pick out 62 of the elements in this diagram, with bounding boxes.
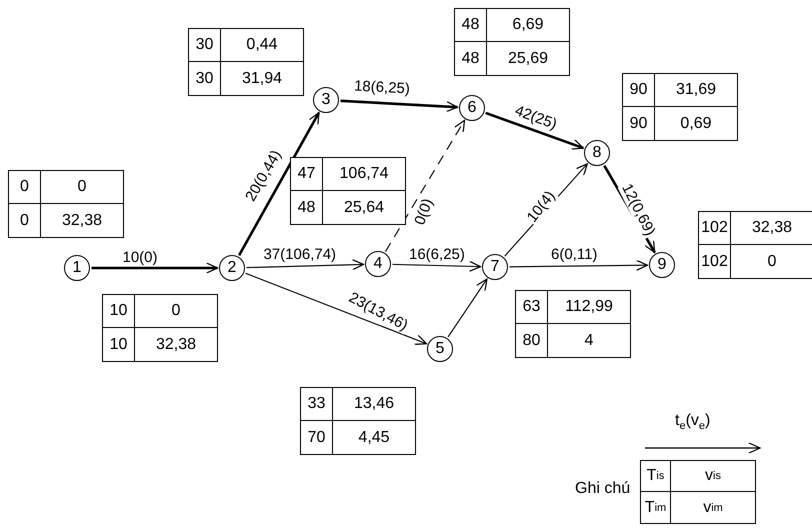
table-cell-text: 4,45 — [357, 428, 391, 448]
table-cell-text: 4 — [584, 330, 594, 350]
table-cell: 70 — [301, 421, 333, 454]
table-cell: 0 — [41, 171, 123, 204]
table-cell: 106,74 — [323, 158, 405, 191]
table-cell-text: 25,69 — [506, 48, 550, 68]
legend-label: t$_{e}$(v$_{e}$) — [675, 412, 710, 432]
event-circle: 5 — [427, 336, 453, 362]
edge-label: 37(106,74) — [262, 247, 338, 263]
table-cell: 80 — [516, 324, 548, 357]
event-circle: 6 — [459, 95, 485, 121]
table-cell: 47 — [291, 158, 323, 191]
event-circle: 1 — [64, 255, 90, 281]
table-cell: 32,38 — [731, 212, 812, 245]
table-cell: 48 — [455, 9, 487, 42]
table-cell: 90 — [623, 107, 655, 140]
note-text: Ghi chú — [575, 480, 630, 498]
arrow — [246, 259, 364, 270]
arrow — [238, 112, 320, 256]
arrow — [340, 100, 458, 112]
table-cell-text: 0 — [766, 252, 778, 272]
arrow — [245, 272, 428, 345]
edge-label: 16(6,25) — [408, 247, 466, 263]
table-cell: 33 — [301, 388, 333, 421]
table-cell-text: 0,69 — [679, 114, 713, 134]
edge-label: 10(0) — [122, 250, 159, 266]
table-cell: 102 — [699, 245, 731, 278]
table-cell: 30 — [189, 29, 221, 62]
table-cell: 102 — [699, 212, 731, 245]
table-cell: 90 — [623, 74, 655, 107]
table-cell-text: 32,38 — [154, 334, 198, 354]
table-cell: 0 — [9, 204, 41, 237]
event-circle: 7 — [482, 254, 508, 280]
table-cell: 48 — [291, 191, 323, 224]
edge-label: 18(6,25) — [352, 78, 412, 98]
table-cell: 0,44 — [221, 29, 303, 62]
table-cell: 10 — [103, 295, 135, 328]
table-cell-text: 32,38 — [60, 210, 104, 230]
table-cell: 10 — [103, 328, 135, 361]
table-cell: 13,46 — [333, 388, 415, 421]
event-circle: 2 — [219, 255, 245, 281]
event-circle: 8 — [584, 140, 610, 166]
table-cell: 31,69 — [655, 74, 737, 107]
event-circle: 3 — [313, 87, 339, 113]
table-cell-text: 25,64 — [342, 198, 386, 218]
arrow — [92, 262, 218, 274]
table-cell: 30 — [189, 62, 221, 95]
table-cell: 6,69 — [487, 9, 569, 42]
event-circle: 4 — [365, 251, 391, 277]
dashed-arrow — [385, 120, 466, 252]
table-cell: 0 — [135, 295, 217, 328]
arrow — [392, 260, 482, 272]
arrow — [510, 260, 648, 271]
table-cell: 63 — [516, 291, 548, 324]
edge-label: 6(0,11) — [550, 247, 598, 263]
table-cell: 48 — [455, 42, 487, 75]
table-cell-text: 31,94 — [240, 68, 284, 88]
arrow — [448, 278, 488, 338]
event-circle: 9 — [649, 252, 675, 278]
table-cell: 112,99 — [548, 291, 630, 324]
arrow — [485, 112, 584, 150]
table-cell: 0 — [9, 171, 41, 204]
